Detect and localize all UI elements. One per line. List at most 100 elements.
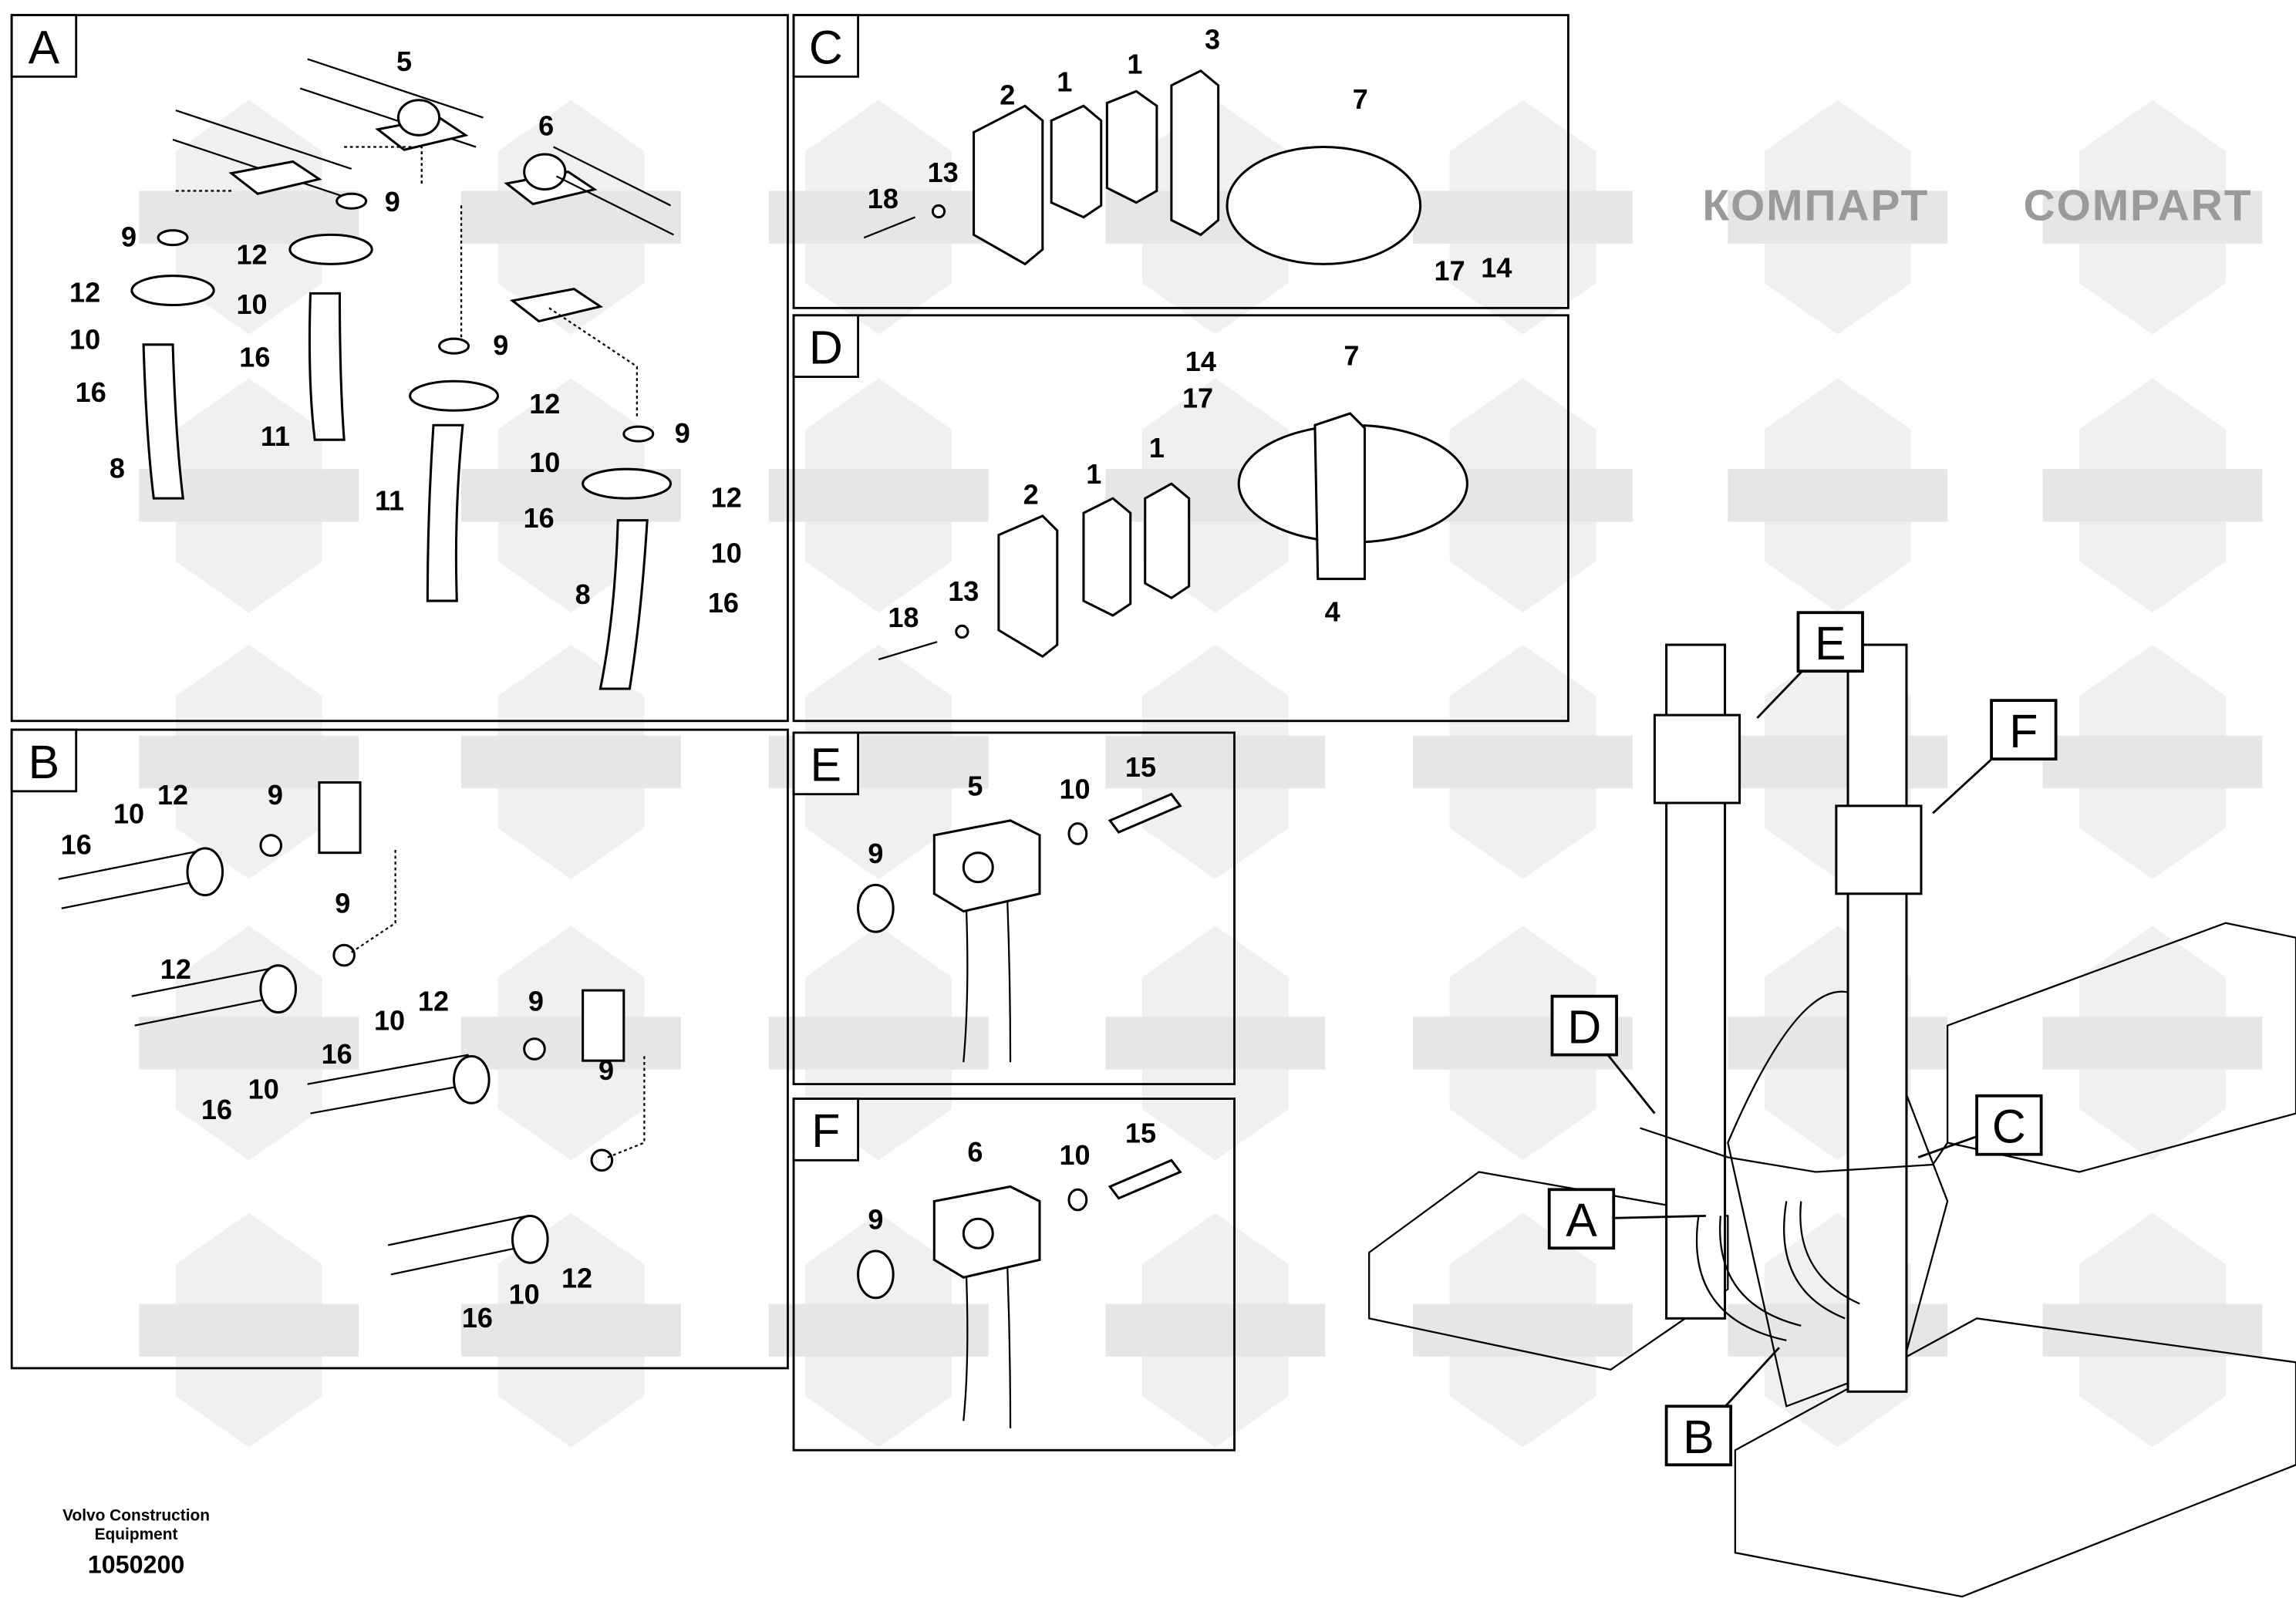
part-callout: 13 — [948, 575, 979, 607]
panel-letter-box — [10, 728, 78, 793]
part-callout: 9 — [598, 1054, 614, 1086]
view-marker-label: D — [1567, 1000, 1601, 1053]
part-callout: 12 — [529, 388, 560, 420]
part-callout: 14 — [1185, 346, 1216, 377]
part-callout: 2 — [1000, 79, 1015, 110]
view-marker-a: A — [1547, 1188, 1706, 1250]
part-callout: 10 — [529, 447, 560, 478]
part-callout: 13 — [928, 157, 959, 188]
part-callout: 10 — [374, 1004, 405, 1036]
view-marker-label: F — [2009, 705, 2038, 757]
part-callout: 17 — [1435, 255, 1465, 286]
view-marker-f: F — [1932, 699, 2058, 814]
watermark — [1728, 1212, 1948, 1448]
panel-letter-box — [10, 14, 78, 78]
view-marker-d: D — [1550, 994, 1656, 1114]
part-callout: 12 — [157, 779, 188, 811]
part-callout: 9 — [528, 986, 544, 1017]
machine-overview — [1368, 643, 2296, 1598]
panel-letter: A — [29, 21, 60, 73]
watermark — [1105, 1212, 1326, 1448]
part-callout: 16 — [201, 1094, 232, 1125]
panel-letter: F — [811, 1104, 840, 1157]
watermark — [1728, 926, 1948, 1161]
drawing-number: 1050200 — [88, 1551, 185, 1579]
part-callout: 1 — [1149, 432, 1165, 464]
watermark — [139, 645, 359, 879]
watermark — [2042, 1212, 2263, 1448]
watermark — [768, 1212, 989, 1448]
watermark — [2042, 926, 2263, 1161]
part-callout: 12 — [69, 277, 100, 309]
view-marker-e: E — [1756, 611, 1864, 719]
part-callout: 8 — [575, 578, 591, 610]
watermark — [1728, 99, 1948, 335]
watermark — [1105, 645, 1326, 879]
watermark — [461, 1212, 681, 1448]
part-callout: 5 — [967, 771, 983, 802]
watermark — [1413, 99, 1633, 335]
part-callout: 11 — [375, 484, 404, 516]
watermark — [2042, 378, 2263, 613]
part-callout: 6 — [967, 1136, 983, 1168]
part-callout: 12 — [711, 482, 742, 514]
watermark — [2042, 99, 2263, 335]
part-callout: 10 — [69, 323, 100, 355]
detail-panel-b: B — [10, 728, 789, 1370]
part-callout: 10 — [509, 1278, 540, 1310]
watermark-text: КОМПАРТ — [1702, 180, 1929, 230]
part-callout: 10 — [113, 798, 144, 830]
part-callout: 1 — [1057, 66, 1072, 97]
part-callout: 10 — [248, 1074, 279, 1105]
part-callout: 4 — [1325, 596, 1340, 628]
view-marker-label: E — [1815, 617, 1846, 669]
part-callout: 16 — [76, 376, 106, 408]
part-callout: 7 — [1353, 83, 1368, 115]
part-callout: 15 — [1125, 751, 1156, 783]
part-callout: 17 — [1182, 382, 1213, 413]
part-callout: 9 — [385, 186, 400, 218]
part-callout: 12 — [561, 1262, 592, 1293]
detail-panel-f: F — [792, 1098, 1236, 1452]
part-callout: 2 — [1023, 479, 1039, 511]
watermark-labels: КОМПАРТ COMPART — [1702, 180, 2252, 230]
part-callout: 12 — [236, 238, 267, 270]
part-callout: 7 — [1344, 339, 1359, 371]
part-callout: 9 — [868, 1204, 883, 1236]
view-marker-c: C — [1917, 1094, 2043, 1158]
watermark — [2042, 645, 2263, 879]
footer-block: Volvo Construction Equipment 1050200 — [62, 1506, 210, 1578]
part-callout: 1 — [1127, 49, 1142, 80]
watermark — [768, 99, 989, 335]
part-callout: 11 — [261, 420, 290, 452]
part-callout: 16 — [708, 587, 739, 619]
watermark — [1413, 1212, 1633, 1448]
panel-letter: B — [29, 736, 60, 788]
part-callout: 9 — [675, 417, 690, 449]
part-callout: 10 — [1060, 1139, 1091, 1171]
part-callout: 16 — [462, 1302, 493, 1334]
detail-panel-d: D — [792, 314, 1569, 723]
watermark — [461, 926, 681, 1161]
part-callout: 16 — [524, 502, 555, 534]
detail-panel-e: E — [792, 731, 1236, 1086]
part-callout: 10 — [236, 288, 267, 320]
watermark — [768, 378, 989, 613]
panel-letter-box — [792, 731, 860, 796]
part-callout: 16 — [322, 1038, 352, 1070]
panel-letter: D — [809, 321, 843, 373]
part-callout: 12 — [160, 953, 191, 985]
watermark-layer — [139, 99, 2263, 1448]
watermark-text: COMPART — [2023, 180, 2252, 230]
part-callout: 18 — [888, 602, 919, 633]
view-marker-label: A — [1566, 1194, 1597, 1246]
watermark — [461, 645, 681, 879]
watermark — [139, 1212, 359, 1448]
detail-panel-c: C — [792, 14, 1569, 309]
part-callout: 16 — [239, 341, 270, 373]
panel-letter-box — [792, 314, 860, 378]
part-callout: 18 — [868, 183, 899, 214]
watermark — [1105, 926, 1326, 1161]
part-callout: 12 — [418, 986, 449, 1017]
part-callout: 8 — [110, 453, 125, 484]
